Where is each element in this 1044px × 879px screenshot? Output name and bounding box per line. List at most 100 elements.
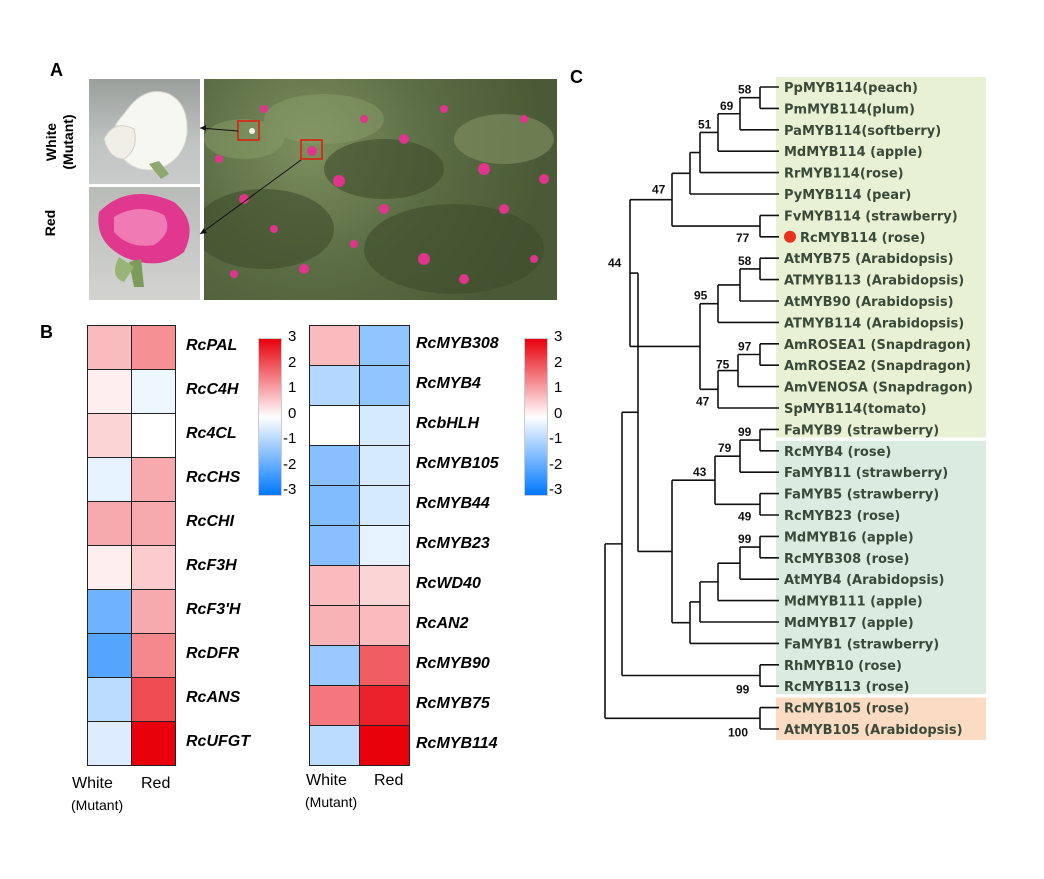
- heat-cell: [359, 725, 410, 766]
- gene-label: RcANS: [186, 689, 241, 706]
- gene-label: RcCHI: [186, 513, 235, 530]
- gene-label: RcUFGT: [186, 733, 250, 750]
- colorbar-tick: -1: [283, 430, 297, 447]
- heat-cell: [309, 565, 360, 606]
- heat-cell: [309, 365, 360, 406]
- rose-bush-photo: [204, 79, 557, 300]
- rose-bush-drawing: [204, 94, 554, 294]
- taxon-label: ATMYB114 (Arabidopsis): [784, 316, 964, 331]
- heat-cell: [131, 413, 176, 458]
- taxon-label: MdMYB111 (apple): [784, 595, 923, 610]
- panel-b-letter: B: [40, 322, 53, 342]
- gene-label: RcC4H: [186, 381, 239, 398]
- taxon-label: RrMYB114(rose): [784, 167, 904, 182]
- red-flower-drawing: [98, 194, 190, 287]
- highlight-marker: [784, 230, 796, 243]
- bootstrap-value: 58: [738, 83, 752, 97]
- gene-label: RcMYB105: [416, 455, 499, 472]
- colorbar-tick: 0: [288, 404, 297, 422]
- heat-cell: [131, 589, 176, 634]
- taxon-label: FaMYB5 (strawberry): [784, 488, 939, 503]
- gene-label: RcF3H: [186, 557, 237, 574]
- red-flower-box: [300, 139, 323, 160]
- gene-label: RcMYB4: [416, 375, 481, 392]
- heat-cell: [309, 725, 360, 766]
- bootstrap-value: 77: [736, 231, 750, 245]
- gene-label: RcMYB75: [416, 695, 490, 712]
- colorbar-tick: 3: [288, 328, 297, 345]
- bootstrap-value: 47: [696, 394, 710, 408]
- clade-box-outgroup: [776, 697, 986, 740]
- heat-cell: [87, 677, 132, 722]
- colorbar-tick: 1: [554, 379, 563, 396]
- colorbar-tick: 0: [554, 404, 563, 422]
- taxon-label: RcMYB105 (rose): [784, 702, 909, 717]
- clade-box-repressor: [776, 440, 986, 695]
- taxon-label: FvMYB114 (strawberry): [784, 209, 958, 224]
- heat-cell: [359, 605, 410, 646]
- bootstrap-value: 47: [652, 183, 666, 197]
- heat-cell: [131, 457, 176, 502]
- taxon-label: RhMYB10 (rose): [784, 659, 902, 674]
- gene-label: RcbHLH: [416, 415, 480, 432]
- taxon-label: PpMYB114(peach): [784, 81, 918, 96]
- bootstrap-value: 95: [694, 289, 708, 303]
- gene-label: RcDFR: [186, 645, 240, 662]
- heat-cell: [131, 677, 176, 722]
- heat-cell: [131, 721, 176, 766]
- heatmap-1-xlabel-white: White: [72, 775, 113, 792]
- bootstrap-value: 49: [738, 509, 752, 523]
- taxon-label: AtMYB105 (Arabidopsis): [784, 723, 963, 738]
- colorbar-1: [258, 338, 282, 496]
- taxon-label: MdMYB16 (apple): [784, 530, 914, 545]
- bootstrap-value: 99: [736, 683, 750, 697]
- colorbar-tick: -3: [549, 481, 563, 498]
- colorbar-tick: 2: [554, 353, 563, 371]
- white-flower-drawing: [103, 91, 188, 179]
- bootstrap-value: 58: [738, 254, 752, 268]
- bootstrap-value: 99: [738, 532, 752, 546]
- gene-label: RcWD40: [416, 575, 481, 592]
- colorbar-tick: -1: [549, 430, 563, 447]
- heatmap-2-xlabel-white: White: [306, 772, 347, 789]
- heat-cell: [359, 405, 410, 446]
- taxon-label: RcMYB308 (rose): [784, 552, 909, 567]
- taxon-label: AmVENOSA (Snapdragon): [784, 381, 973, 396]
- taxon-label: FaMYB11 (strawberry): [784, 466, 948, 481]
- heat-cell: [359, 645, 410, 686]
- taxon-label: AtMYB75 (Arabidopsis): [784, 252, 954, 267]
- bootstrap-value: 100: [728, 725, 748, 739]
- gene-label: RcMYB23: [416, 535, 490, 552]
- heat-cell: [131, 325, 176, 370]
- bootstrap-value: 99: [738, 425, 752, 439]
- taxon-label: RcMYB4 (rose): [784, 445, 891, 460]
- taxon-label: FaMYB9 (strawberry): [784, 423, 939, 438]
- heat-cell: [131, 545, 176, 590]
- heat-cell: [359, 485, 410, 526]
- taxon-label: RcMYB113 (rose): [784, 680, 909, 695]
- white-flower-photo: [89, 79, 200, 184]
- colorbar-tick: 2: [288, 353, 297, 371]
- bootstrap-value: 75: [716, 358, 730, 372]
- taxon-label: RcMYB114 (rose): [800, 231, 925, 246]
- gene-label: RcCHS: [186, 469, 241, 486]
- heat-cell: [359, 525, 410, 566]
- taxon-label: MdMYB17 (apple): [784, 616, 914, 631]
- heat-cell: [359, 325, 410, 366]
- taxon-label: PmMYB114(plum): [784, 102, 915, 117]
- colorbar-tick: -2: [283, 455, 297, 473]
- taxon-label: RcMYB23 (rose): [784, 509, 900, 524]
- red-flower-photo: [89, 187, 200, 300]
- clade-box-anthocyanin: [776, 77, 986, 438]
- taxon-label: AmROSEA1 (Snapdragon): [784, 338, 971, 353]
- colorbar-tick: -3: [283, 481, 297, 498]
- colorbar-tick: -2: [549, 455, 563, 473]
- heat-cell: [309, 685, 360, 726]
- taxon-label: PyMYB114 (pear): [784, 188, 911, 203]
- heatmap-2-xlabel-mutant: (Mutant): [305, 794, 358, 810]
- bootstrap-value: 97: [738, 340, 752, 354]
- taxon-label: MdMYB114 (apple): [784, 145, 923, 160]
- bootstrap-value: 69: [720, 99, 734, 113]
